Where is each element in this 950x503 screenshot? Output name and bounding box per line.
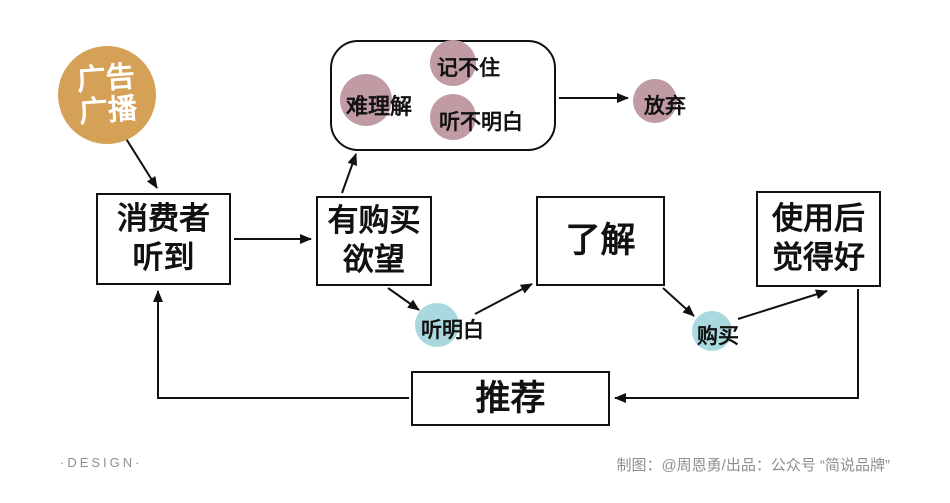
- problem-label: 难理解: [346, 94, 413, 119]
- problem-dot-icon: [430, 94, 476, 140]
- problem-dot-icon: [340, 74, 392, 126]
- node-consumer-hear: 消费者 听到: [96, 193, 231, 285]
- problem-label: 听不明白: [439, 111, 523, 134]
- node-purchase-desire-label: 欲望: [343, 242, 405, 277]
- node-learn-label: 了解: [565, 221, 636, 261]
- node-ad-broadcast: 广告 广播: [54, 42, 160, 148]
- node-buy-label: 购买: [697, 325, 739, 348]
- action-dot-icon: [415, 303, 459, 347]
- node-good-after-use: 使用后 觉得好: [756, 191, 881, 287]
- problem-label: 记不住: [437, 57, 500, 80]
- node-ad-broadcast-label: 广播: [78, 92, 139, 129]
- problem-dot-icon: [430, 40, 476, 86]
- node-purchase-desire: 有购买 欲望: [316, 196, 432, 286]
- node-recommend-label: 推荐: [475, 378, 546, 418]
- node-good-after-use-label: 使用后: [772, 201, 865, 237]
- action-dot-icon: [692, 311, 732, 351]
- node-consumer-hear-label: 听到: [132, 240, 195, 275]
- node-ad-broadcast-label: 广告: [75, 60, 136, 97]
- node-learn: 了解: [536, 196, 665, 286]
- node-give-up-label: 放弃: [644, 95, 686, 118]
- node-consumer-hear-label: 消费者: [117, 201, 210, 237]
- node-purchase-desire-label: 有购买: [327, 203, 421, 239]
- node-understand-clear-label: 听明白: [421, 319, 484, 342]
- problem-dot-icon: [633, 79, 677, 123]
- design-watermark: ·DESIGN·: [60, 455, 143, 470]
- node-good-after-use-label: 觉得好: [772, 240, 865, 275]
- credit-text: 制图：@周恩勇/出品：公众号 “简说品牌”: [616, 457, 890, 474]
- node-recommend: 推荐: [411, 371, 610, 426]
